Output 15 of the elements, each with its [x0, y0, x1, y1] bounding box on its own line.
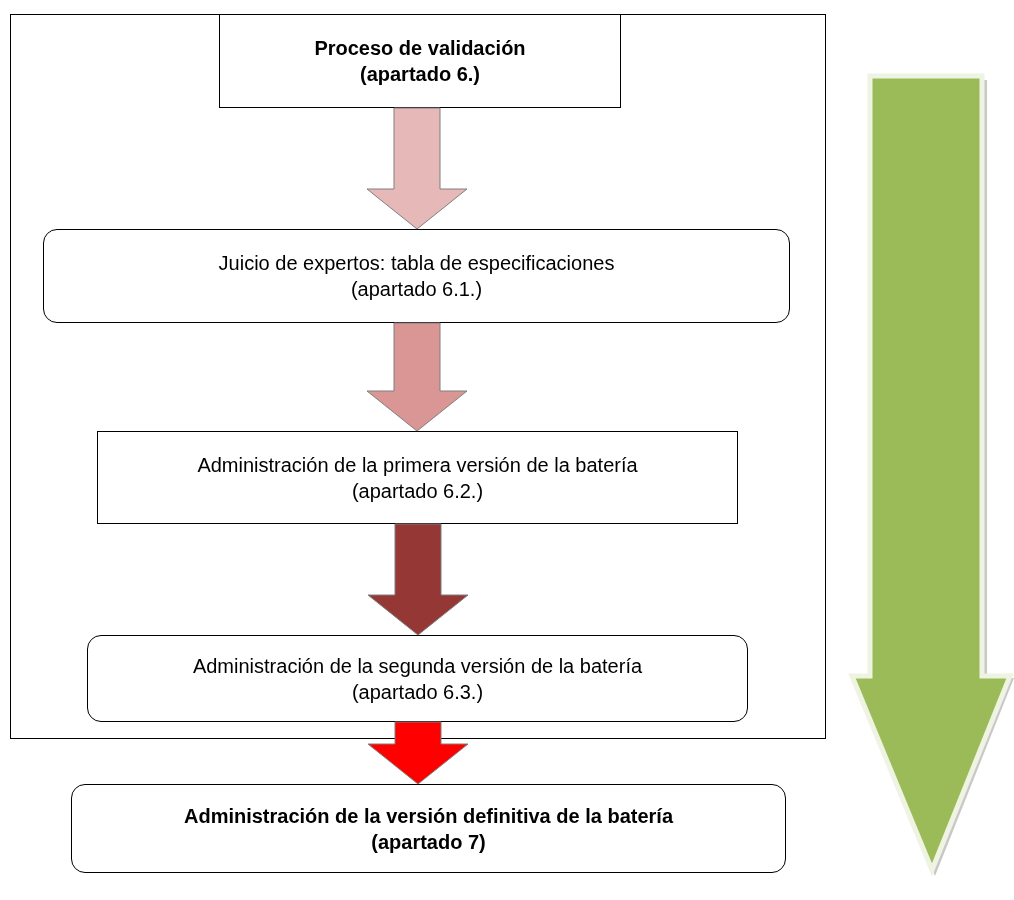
process-box: [219, 14, 621, 108]
box-text: Administración de la versión definitiva de la batería (apartado 7): [182, 803, 675, 855]
box-text: Juicio de expertos: tabla de especificaciones (apartado 6.1.): [217, 251, 616, 302]
rounded-process-box: [87, 635, 748, 722]
box-text: Administración de la primera versión de la batería (apartado 6.2.): [196, 452, 639, 504]
block-arrow: [366, 322, 468, 432]
box-text: Administración de la segunda versión de la batería (apartado 6.3.): [191, 653, 644, 705]
rounded-process-box: [71, 784, 786, 873]
rounded-process-box: [43, 229, 790, 323]
frame-box: [10, 14, 826, 739]
process-box: [97, 431, 738, 524]
block-arrow: [367, 721, 469, 785]
block-arrow: [366, 107, 468, 230]
box-text: Proceso de validación (apartado 6.): [313, 36, 527, 87]
block-arrow: [367, 523, 469, 636]
